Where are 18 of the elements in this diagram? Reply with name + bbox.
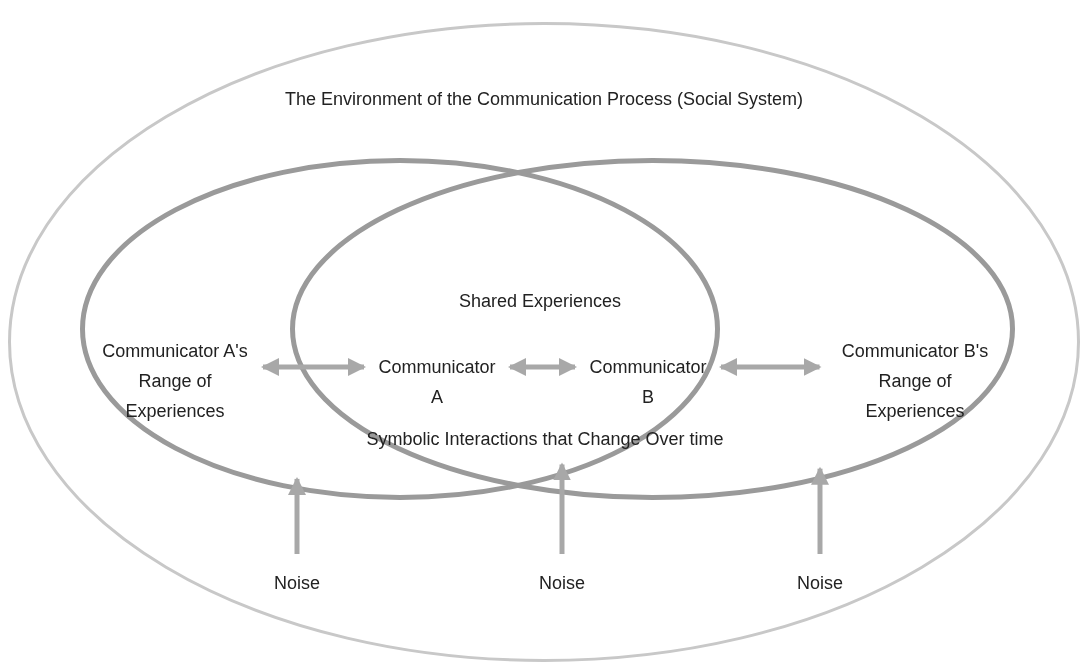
double-arrow	[719, 358, 822, 376]
node-label: Communicator A's Range of Experiences	[95, 336, 255, 426]
node-label: Communicator B's Range of Experiences	[827, 336, 1003, 426]
ellipse-outline	[290, 158, 1015, 500]
node-label: Communicator A	[372, 352, 502, 412]
title-text: The Environment of the Communication Process (Social System)	[283, 88, 805, 111]
text-label: Shared Experiences	[457, 290, 623, 313]
node-label: Noise	[539, 568, 585, 598]
outer-ellipse	[8, 22, 1080, 662]
arrow	[811, 466, 829, 554]
text-label: Symbolic Interactions that Change Over time	[365, 428, 725, 451]
double-arrow	[508, 358, 577, 376]
arrow	[288, 476, 306, 554]
double-arrow	[261, 358, 366, 376]
node-label: Noise	[274, 568, 320, 598]
node-label: Noise	[797, 568, 843, 598]
node-label: Communicator B	[583, 352, 713, 412]
arrow	[553, 462, 571, 554]
